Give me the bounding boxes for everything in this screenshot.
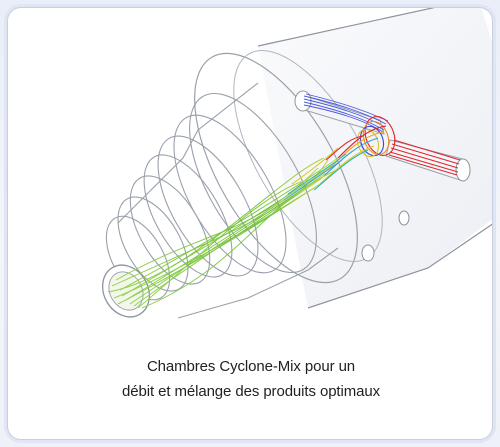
- figure-caption: Chambres Cyclone-Mix pour un débit et mé…: [8, 354, 492, 404]
- caption-line-2: débit et mélange des produits optimaux: [121, 383, 381, 400]
- outlet-streamlines: [107, 157, 339, 309]
- red-inlet-tube: [385, 139, 471, 182]
- flange-holes: [361, 210, 410, 262]
- nozzle-rings: [105, 82, 339, 319]
- blue-inlet-tube: [294, 90, 389, 135]
- transition-streamlines: [283, 147, 347, 201]
- caption-line-1: Chambres Cyclone-Mix pour un: [146, 358, 356, 375]
- figure-card: Chambres Cyclone-Mix pour un débit et mé…: [7, 7, 493, 440]
- cyclone-mix-chamber-illustration: [101, 8, 492, 319]
- mixing-swirl: [313, 116, 396, 191]
